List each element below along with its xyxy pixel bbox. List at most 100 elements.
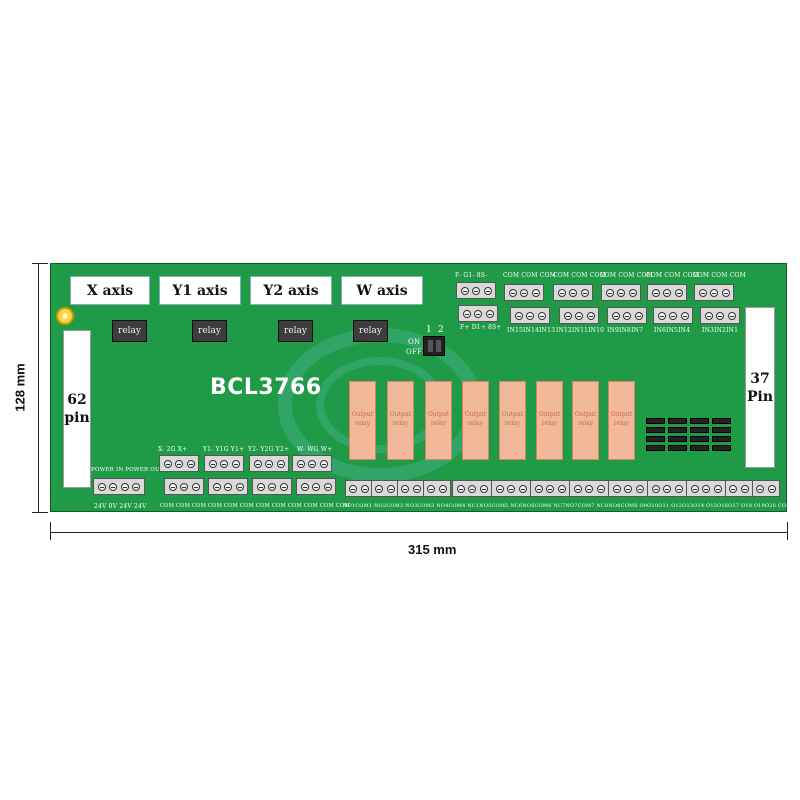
relay-x: relay [112,320,147,342]
ic-chip [712,427,731,433]
screw-icon [191,482,200,491]
screw-icon [518,484,527,493]
screw-icon [740,484,749,493]
screw-icon [651,484,660,493]
output-relay-1: Output relay [349,381,376,460]
output-relay-3: Output relay [425,381,452,460]
screw-icon [557,484,566,493]
screw-icon [300,482,309,491]
dip-switch [423,336,445,356]
terminal-axis-com-2 [208,478,248,495]
top-terminal-label-in-2: IN12IN11IN10 [556,327,605,334]
screw-icon [360,484,369,493]
screw-icon [427,484,436,493]
ic-chip [668,418,687,424]
axis-label-y1: Y1 axis [159,276,241,305]
axis-com-label: COM COM COM COM COM COM COM COM COM COM … [160,503,350,509]
screw-icon [253,459,262,468]
height-dimension-line [38,263,39,512]
screw-icon [713,484,722,493]
axis-label-y2: Y2 axis [250,276,332,305]
terminal-output-13 [752,480,780,497]
screw-icon [460,286,469,295]
ic-chip [690,436,709,442]
ic-chip [646,445,665,451]
terminal-output-10 [647,480,687,497]
screw-icon [109,482,118,491]
screw-icon [468,484,476,493]
ic-chip [712,436,731,442]
terminal-output-1 [345,480,373,497]
terminal-output-4 [423,480,451,497]
dip-on-label: ON [408,338,421,346]
top-terminal-label-in-3: IN9IN8IN7 [607,327,644,334]
top-terminal-label-in-4: IN6IN5IN4 [654,327,691,334]
screw-icon [612,484,621,493]
screw-icon [669,311,677,320]
screw-icon [212,482,221,491]
board-model-title: BCL3766 [210,375,322,400]
terminal-axis-com-3 [252,478,292,495]
terminal-output-12 [725,480,753,497]
screw-icon [767,484,776,493]
terminal-top-com-1 [504,284,544,301]
terminal-top-in-3 [607,307,647,324]
screw-icon [546,484,554,493]
ic-chip [690,418,709,424]
screw-icon [716,311,724,320]
output-relay-8: Output relay [608,381,635,460]
ic-chip [668,427,687,433]
height-dimension-tick-top [32,263,48,264]
axis-terminal-label-y1: Y1- Y1G Y1+ [203,446,245,453]
output-relay-2: Output relay [387,381,414,460]
screw-icon [573,484,582,493]
terminal-top-in-2 [559,307,599,324]
screw-icon [534,484,543,493]
axis-terminal-label-w: W- WG W+ [297,446,333,453]
screw-icon [256,482,265,491]
screw-icon [526,311,534,320]
dip-off-label: OFF [406,348,423,356]
output-relay-6: Output relay [536,381,563,460]
relay-y1: relay [192,320,227,342]
screw-icon [438,484,447,493]
power-terminal-label: POWER IN POWER OUT [91,467,164,473]
screw-icon [623,311,631,320]
screw-icon [401,484,410,493]
terminal-output-11 [686,480,726,497]
axis-label-x: X axis [70,276,150,305]
screw-icon [605,288,614,297]
terminal-top-com-4 [647,284,687,301]
ic-chip [646,436,665,442]
relay-w: relay [353,320,388,342]
screw-icon [710,288,718,297]
ic-chip [690,427,709,433]
screw-icon [756,484,765,493]
screw-icon [702,484,710,493]
ic-chip [712,418,731,424]
screw-icon [485,309,494,318]
terminal-top-in-5 [700,307,740,324]
screw-icon [520,288,528,297]
screw-icon [175,459,183,468]
output-relay-5: Output relay [499,381,526,460]
screw-icon [634,311,643,320]
top-terminal-label-in-1: IN15IN14IN13 [507,327,556,334]
screw-icon [483,286,492,295]
top-terminal-label-com-5: COM COM COM [693,272,746,279]
terminal-output-3 [397,480,425,497]
screw-icon [412,484,421,493]
screw-icon [97,482,106,491]
screw-icon [349,484,358,493]
terminal-axis-upper-3 [249,455,289,472]
screw-icon [132,482,141,491]
screw-icon [617,288,625,297]
screw-icon [472,286,480,295]
screw-icon [279,482,288,491]
screw-icon [514,311,523,320]
ic-chip [668,436,687,442]
screw-icon [308,459,316,468]
screw-icon [462,309,471,318]
terminal-output-6 [491,480,531,497]
screw-icon [628,288,637,297]
